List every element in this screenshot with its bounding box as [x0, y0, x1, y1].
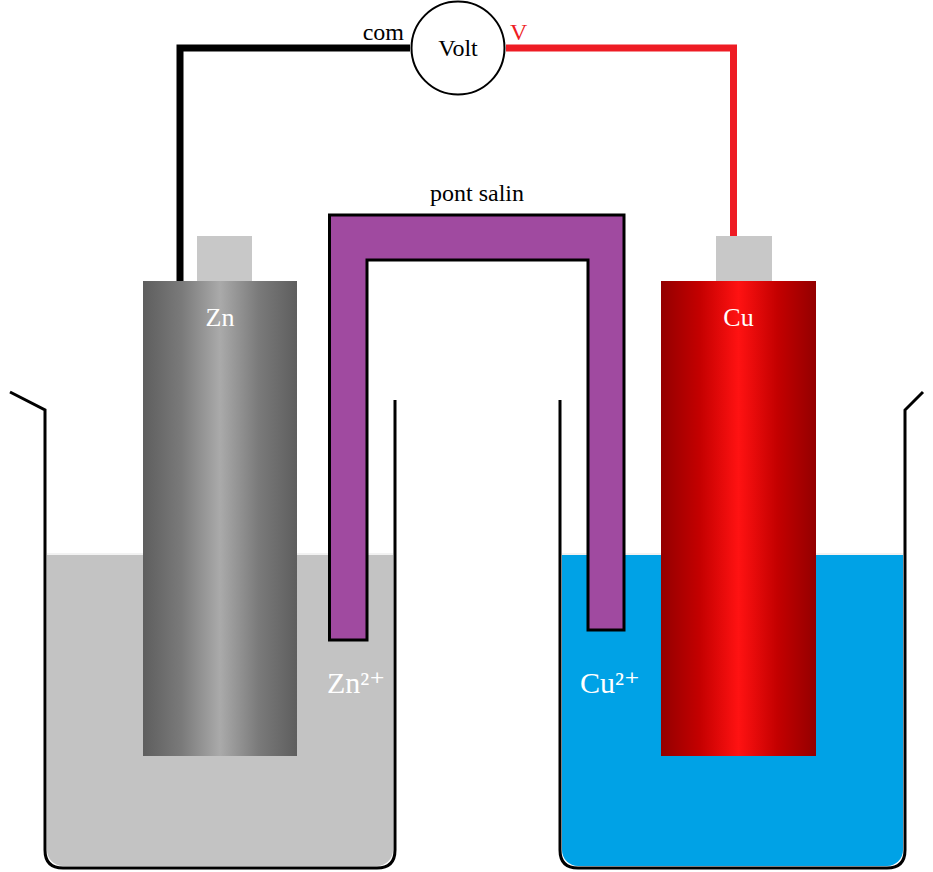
node-label: pont salin: [328, 180, 626, 207]
node-label: Volt: [438, 35, 478, 62]
voltmeter: Volt: [410, 0, 506, 96]
terminal-label: V: [510, 19, 527, 46]
copper-electrode: Cu: [661, 281, 816, 756]
node-label: Zn: [206, 303, 235, 756]
node-label: Zn²⁺: [327, 665, 385, 700]
salt-bridge: pont salin: [328, 172, 626, 642]
salt-bridge-tube: [328, 172, 626, 642]
terminal-label: com: [363, 19, 404, 46]
zinc-electrode: Zn: [143, 281, 297, 756]
node-label: Cu: [723, 303, 753, 756]
node-label: Cu²⁺: [580, 665, 640, 700]
